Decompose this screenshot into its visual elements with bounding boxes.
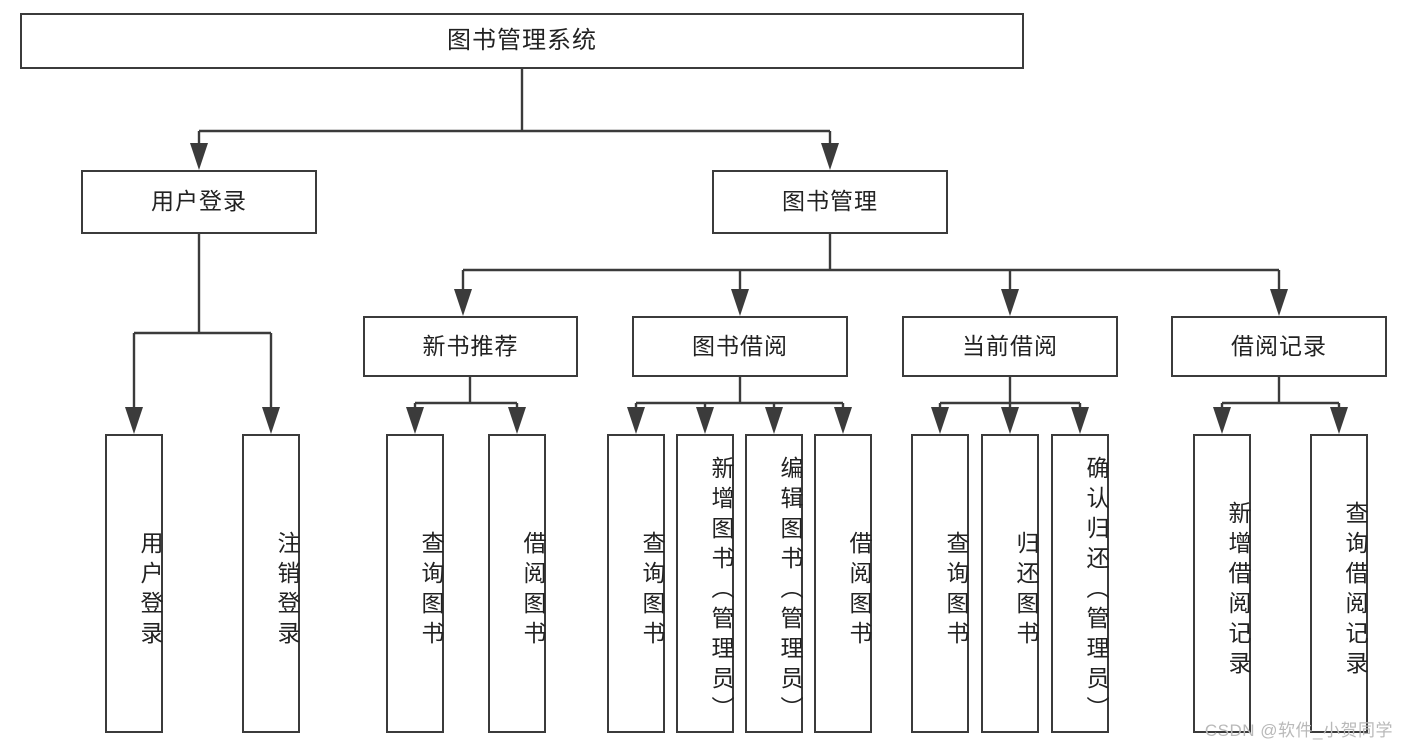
leaf-logout[interactable]: 注销登录 <box>242 434 300 733</box>
leaf-newbook-borrow-book[interactable]: 借阅图书 <box>488 434 546 733</box>
node-label: 确认归还（管理员） <box>1083 455 1109 726</box>
arrowhead-newbook <box>454 289 472 316</box>
node-label: 图书管理 <box>782 188 878 215</box>
node-label: 查询图书 <box>639 530 665 651</box>
node-label: 查询借阅记录 <box>1342 500 1368 681</box>
node-current-borrow[interactable]: 当前借阅 <box>902 316 1118 377</box>
leaf-currentborrow-return-book[interactable]: 归还图书 <box>981 434 1039 733</box>
node-root-book-management-system[interactable]: 图书管理系统 <box>20 13 1024 69</box>
leaf-bookborrow-borrow-book[interactable]: 借阅图书 <box>814 434 872 733</box>
watermark-credit: CSDN @软件_小贺同学 <box>1204 721 1393 740</box>
arrowhead-currentborrow-leaf2 <box>1001 407 1019 434</box>
arrowhead-bookmgmt <box>821 143 839 170</box>
node-label: 注销登录 <box>274 530 300 651</box>
arrowhead-bookborrow-leaf1 <box>627 407 645 434</box>
arrowhead-newbook-leaf1 <box>406 407 424 434</box>
arrowhead-borrowrecord-leaf1 <box>1213 407 1231 434</box>
arrowhead-bookborrow-leaf2 <box>696 407 714 434</box>
node-label: 用户登录 <box>151 188 247 215</box>
node-label: 借阅记录 <box>1231 332 1327 359</box>
leaf-bookborrow-edit-book[interactable]: 编辑图书（管理员） <box>745 434 803 733</box>
node-label: 借阅图书 <box>520 530 546 651</box>
leaf-newbook-query-book[interactable]: 查询图书 <box>386 434 444 733</box>
node-label: 用户登录 <box>137 530 163 651</box>
node-label: 查询图书 <box>943 530 969 651</box>
arrowhead-currentborrow <box>1001 289 1019 316</box>
node-new-book-recommend[interactable]: 新书推荐 <box>363 316 578 377</box>
leaf-user-login[interactable]: 用户登录 <box>105 434 163 733</box>
arrowhead-bookborrow-leaf3 <box>765 407 783 434</box>
node-label: 查询图书 <box>418 530 444 651</box>
node-book-borrow[interactable]: 图书借阅 <box>632 316 848 377</box>
leaf-bookborrow-add-book[interactable]: 新增图书（管理员） <box>676 434 734 733</box>
node-label: 新增借阅记录 <box>1225 500 1251 681</box>
leaf-currentborrow-confirm-return[interactable]: 确认归还（管理员） <box>1051 434 1109 733</box>
node-label: 借阅图书 <box>846 530 872 651</box>
arrowhead-user-login-leaf <box>125 407 143 434</box>
node-book-management[interactable]: 图书管理 <box>712 170 948 234</box>
node-label: 当前借阅 <box>962 332 1058 359</box>
arrowhead-currentborrow-leaf1 <box>931 407 949 434</box>
node-label: 编辑图书（管理员） <box>777 455 803 726</box>
node-user-login[interactable]: 用户登录 <box>81 170 317 234</box>
node-label: 新增图书（管理员） <box>708 455 734 726</box>
arrowhead-bookborrow <box>731 289 749 316</box>
node-label: 新书推荐 <box>422 332 519 359</box>
leaf-currentborrow-query-book[interactable]: 查询图书 <box>911 434 969 733</box>
node-borrow-record[interactable]: 借阅记录 <box>1171 316 1387 377</box>
arrowhead-borrowrecord <box>1270 289 1288 316</box>
arrowhead-newbook-leaf2 <box>508 407 526 434</box>
node-label: 归还图书 <box>1013 530 1039 651</box>
arrowhead-borrowrecord-leaf2 <box>1330 407 1348 434</box>
leaf-borrowrecord-add-record[interactable]: 新增借阅记录 <box>1193 434 1251 733</box>
arrowhead-currentborrow-leaf3 <box>1071 407 1089 434</box>
leaf-borrowrecord-query-record[interactable]: 查询借阅记录 <box>1310 434 1368 733</box>
node-label: 图书借阅 <box>692 332 788 359</box>
leaf-bookborrow-query-book[interactable]: 查询图书 <box>607 434 665 733</box>
arrowhead-logout-leaf <box>262 407 280 434</box>
arrowhead-bookborrow-leaf4 <box>834 407 852 434</box>
arrowhead-userlogin <box>190 143 208 170</box>
node-label: 图书管理系统 <box>447 26 597 54</box>
